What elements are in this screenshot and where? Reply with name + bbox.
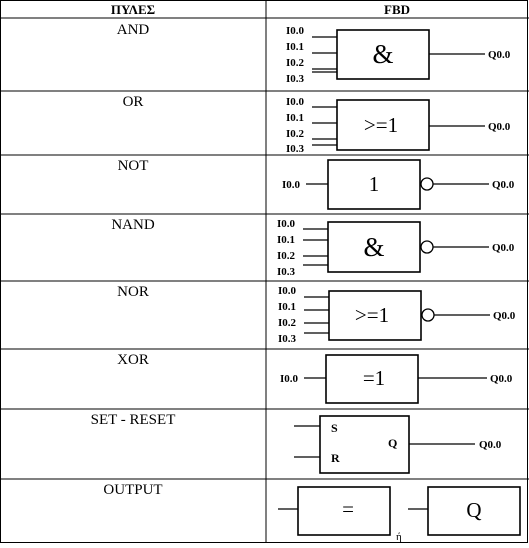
nand-negation-circle: [420, 240, 434, 254]
gate-name-or: OR: [123, 94, 144, 110]
and-block: I0.0 I0.1 I0.2 I0.3 & Q0.0: [286, 25, 511, 85]
and-input-1: I0.1: [286, 41, 304, 53]
and-input-0: I0.0: [286, 25, 305, 37]
not-symbol: 1: [369, 172, 380, 196]
xor-input-0: I0.0: [280, 373, 299, 385]
gate-name-nand: NAND: [111, 217, 154, 233]
and-input-2: I0.2: [286, 57, 305, 69]
gate-name-not: NOT: [118, 158, 149, 174]
or-input-3: I0.3: [286, 143, 305, 155]
or-block: I0.0 I0.1 I0.2 I0.3 >=1 Q0.0: [286, 96, 511, 155]
nor-input-1: I0.1: [278, 301, 296, 313]
or-input-2: I0.2: [286, 128, 305, 140]
reset-label: R: [331, 451, 340, 465]
and-output: Q0.0: [488, 49, 511, 61]
sr-output: Q0.0: [479, 439, 502, 451]
or-output: Q0.0: [488, 121, 511, 133]
or-input-1: I0.1: [286, 112, 304, 124]
output-symbol-assign: =: [342, 497, 354, 521]
output-symbol-coil: Q: [466, 498, 481, 522]
nor-block: I0.0 I0.1 I0.2 I0.3 >=1 Q0.0: [278, 285, 516, 345]
gate-name-xor: XOR: [117, 352, 149, 368]
nor-negation-circle: [421, 308, 435, 322]
nand-input-3: I0.3: [277, 266, 296, 278]
xor-symbol: =1: [363, 366, 385, 390]
nand-block: I0.0 I0.1 I0.2 I0.3 & Q0.0: [277, 218, 515, 278]
xor-block: I0.0 =1 Q0.0: [280, 354, 513, 404]
not-output: Q0.0: [492, 179, 515, 191]
header-fbd: FBD: [384, 2, 410, 17]
set-label: S: [331, 421, 338, 435]
set-reset-block: S R Q Q0.0: [294, 415, 502, 474]
or-symbol: >=1: [364, 113, 398, 137]
not-block: I0.0 1 Q0.0: [282, 159, 515, 210]
or-input-0: I0.0: [286, 96, 305, 108]
not-input-0: I0.0: [282, 179, 301, 191]
output-or-text: ή: [396, 531, 402, 543]
nand-output: Q0.0: [492, 242, 515, 254]
gate-name-output: OUTPUT: [103, 482, 162, 498]
output-block: = ή Q: [278, 486, 521, 543]
nand-symbol: &: [363, 232, 384, 262]
nor-symbol: >=1: [355, 303, 389, 327]
gate-name-and: AND: [117, 22, 150, 38]
nor-input-2: I0.2: [278, 317, 297, 329]
and-input-3: I0.3: [286, 73, 305, 85]
nand-input-2: I0.2: [277, 250, 296, 262]
nor-input-0: I0.0: [278, 285, 297, 297]
gate-name-nor: NOR: [117, 284, 149, 300]
gate-name-set-reset: SET - RESET: [91, 412, 176, 428]
nor-output: Q0.0: [493, 310, 516, 322]
nor-input-3: I0.3: [278, 333, 297, 345]
xor-output: Q0.0: [490, 373, 513, 385]
not-negation-circle: [420, 177, 434, 191]
nand-input-1: I0.1: [277, 234, 295, 246]
and-symbol: &: [372, 39, 393, 69]
header-gates: ΠΥΛΕΣ: [111, 2, 155, 17]
sr-q-label: Q: [388, 436, 397, 450]
nand-input-0: I0.0: [277, 218, 296, 230]
